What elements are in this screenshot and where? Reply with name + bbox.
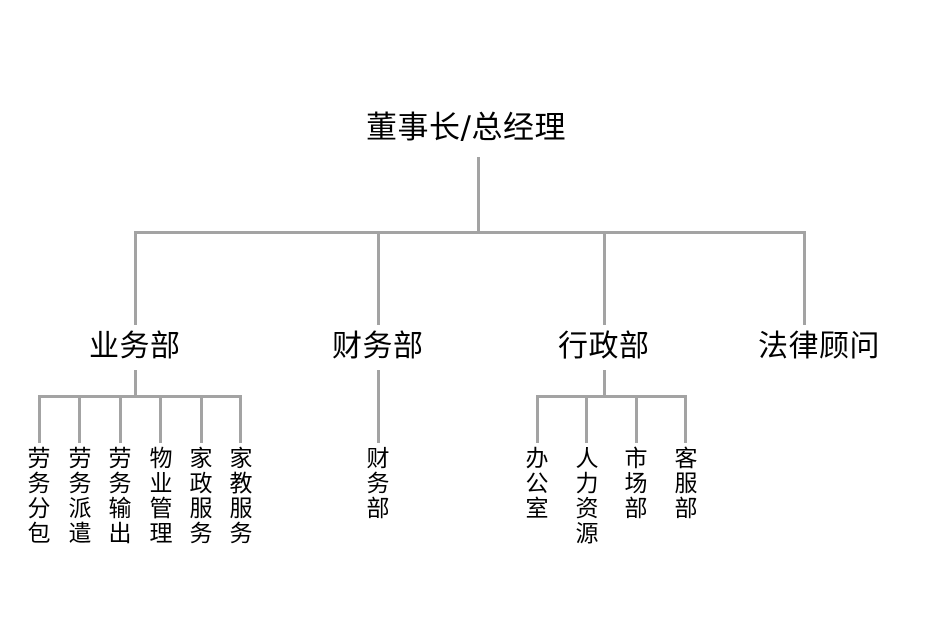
connector-stub-admin [603,370,606,396]
connector-drop-housekeeping-service [200,395,203,443]
connector-business-bus [38,395,242,398]
node-customer-service-dept[interactable]: 客服部 [674,446,698,522]
connector-drop-marketing-dept [635,395,638,443]
connector-level1-bus [134,231,806,234]
connector-drop-office [536,395,539,443]
connector-drop-admin [603,231,606,325]
node-human-resources[interactable]: 人力资源 [575,446,599,547]
connector-root-stem [477,157,480,233]
connector-drop-tutoring-service [239,395,242,443]
node-labor-subcontract[interactable]: 劳务分包 [27,446,51,547]
connector-drop-finance [377,231,380,325]
node-property-management[interactable]: 物业管理 [149,446,173,547]
node-finance-department[interactable]: 财务部 [332,329,424,364]
node-marketing-dept[interactable]: 市场部 [624,446,648,522]
node-chairman-general-manager[interactable]: 董事长/总经理 [366,110,566,146]
connector-drop-human-resources [585,395,588,443]
connector-drop-legal [803,231,806,325]
connector-stub-business [134,370,137,396]
connector-drop-customer-service-dept [684,395,687,443]
connector-admin-bus [536,395,687,398]
node-administration-department[interactable]: 行政部 [558,329,650,364]
node-labor-export[interactable]: 劳务输出 [108,446,132,547]
node-legal-advisor[interactable]: 法律顾问 [758,329,880,364]
connector-drop-labor-export [119,395,122,443]
connector-drop-business [134,231,137,325]
node-finance-dept-child[interactable]: 财务部 [366,446,390,522]
node-tutoring-service[interactable]: 家教服务 [229,446,253,547]
connector-drop-finance-dept [377,370,380,443]
connector-drop-labor-dispatch [78,395,81,443]
connector-drop-labor-subcontract [38,395,41,443]
node-housekeeping-service[interactable]: 家政服务 [189,446,213,547]
node-business-department[interactable]: 业务部 [89,329,181,364]
node-office[interactable]: 办公室 [525,446,549,522]
connector-drop-property-management [159,395,162,443]
node-labor-dispatch[interactable]: 劳务派遣 [68,446,92,547]
